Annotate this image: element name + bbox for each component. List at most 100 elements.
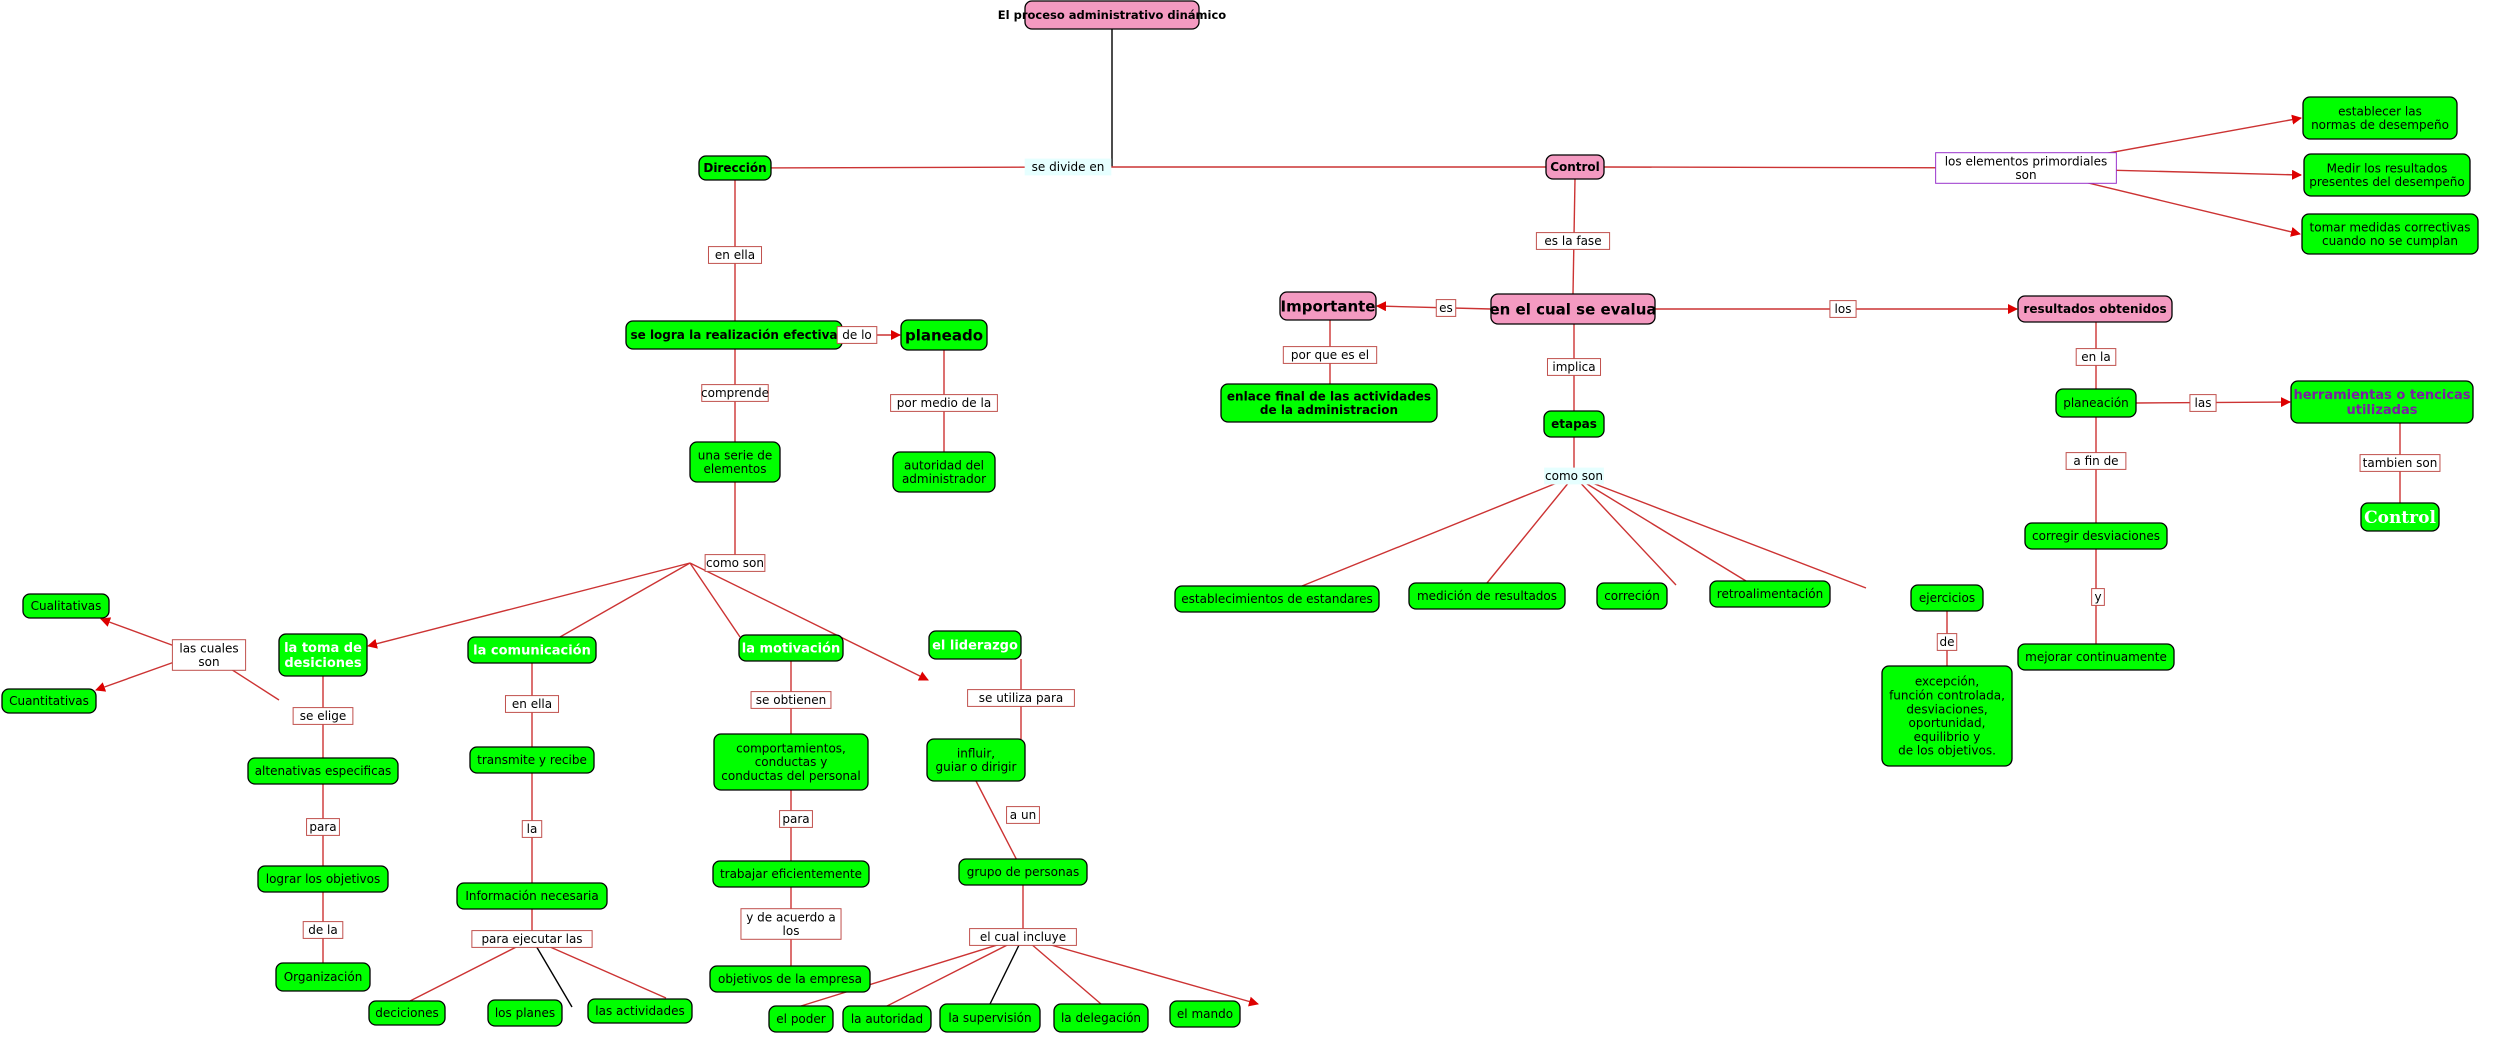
connector-line [95,659,181,692]
link-label-box [1935,152,2117,184]
link-label-box [836,326,878,344]
node-resultados[interactable]: resultados obtenidos [2017,295,2173,323]
node-realizacion[interactable]: se logra la realización efectiva [625,320,843,350]
node-objetivos-emp[interactable]: objetivos de la empresa [709,965,871,993]
node-transmite[interactable]: transmite y recibe [469,746,595,774]
link-label-el-cual: el cual incluye [969,928,1077,946]
node-lograr[interactable]: lograr los objetivos [257,865,389,893]
herramientas-text: herramientas o tencicas [2293,388,2470,403]
node-box [2024,522,2168,550]
node-excepcion[interactable]: excepción,función controlada,desviacione… [1881,665,2013,767]
link-label-box [1435,299,1457,317]
toma-text: la toma de [284,641,362,656]
node-trabajar[interactable]: trabajar eficientemente [712,860,870,888]
node-control2[interactable]: Control [2360,502,2440,532]
planes-text: los planes [495,1006,555,1020]
node-delegacion[interactable]: la delegación [1053,1003,1149,1033]
node-medicion[interactable]: medición de resultados [1408,582,1566,610]
comportamientos-text: comportamientos, [736,741,846,755]
link-label-text: el cual incluye [980,930,1066,944]
node-comunicacion[interactable]: la comunicación [467,636,597,664]
node-motivacion[interactable]: la motivación [738,634,844,662]
link-label-box [2189,394,2217,412]
node-importante[interactable]: Importante [1279,291,1377,321]
node-cualitativas[interactable]: Cualitativas [22,593,110,619]
link-label-se-utiliza: se utiliza para [967,689,1075,707]
node-control[interactable]: Control [1545,154,1605,180]
connector-line [367,562,691,649]
link-label-para1: para [306,818,340,836]
link-label-text: a un [1010,808,1036,822]
node-corregir[interactable]: corregir desviaciones [2024,522,2168,550]
link-label-box [504,695,560,713]
link-label-tambien: tambien son [2359,454,2441,472]
normas-text: establecer las [2338,104,2422,118]
node-box [257,865,389,893]
link-label-text: de la [308,923,338,937]
node-planes[interactable]: los planes [487,999,563,1027]
link-label-text: son [198,655,219,669]
node-titulo[interactable]: El proceso administrativo dinámico [998,0,1226,30]
link-label-box [521,820,543,838]
node-liderazgo[interactable]: el liderazgo [928,630,1022,660]
node-box [768,1005,834,1033]
node-evalua[interactable]: en el cual se evalua [1489,293,1657,325]
node-correcion[interactable]: correción [1596,582,1668,610]
connector-line [409,938,533,1002]
transmite-text: transmite y recibe [477,753,587,767]
node-organizacion[interactable]: Organización [275,962,371,992]
node-mando[interactable]: el mando [1169,1000,1241,1028]
node-informacion[interactable]: Información necesaria [456,882,608,910]
link-label-box [740,908,842,940]
link-label-box [701,384,769,402]
node-ejercicios[interactable]: ejercicios [1910,584,1984,612]
link-label-se-divide: se divide en [1024,158,1112,176]
link-label-text: las cuales [179,641,238,655]
node-influir[interactable]: influir,guiar o dirigir [926,738,1026,782]
control-text: Control [1550,160,1600,174]
informacion-text: Información necesaria [465,889,598,903]
node-planeado[interactable]: planeado [900,319,988,351]
node-decisiones[interactable]: deciciones [368,1000,446,1026]
link-label-box [2359,454,2441,472]
node-box [709,965,871,993]
connector-line [975,780,1024,873]
node-planeacion[interactable]: planeación [2055,388,2137,418]
node-retro[interactable]: retroalimentación [1709,580,1831,608]
node-alternativas[interactable]: altenativas especificas [247,757,399,785]
node-box [958,858,1088,886]
node-box [1053,1003,1149,1033]
connector-line [989,936,1024,1005]
node-box [900,319,988,351]
node-etapas[interactable]: etapas [1543,410,1605,438]
node-actividades[interactable]: las actividades [587,998,693,1024]
node-direccion[interactable]: Dirección [698,155,772,181]
node-mejorar[interactable]: mejorar continuamente [2017,643,2175,671]
comportamientos-text: conductas del personal [721,769,860,783]
serie-text: elementos [703,462,766,476]
node-poder[interactable]: el poder [768,1005,834,1033]
link-label-en-ella: en ella [707,246,763,264]
node-box [1024,0,1200,30]
node-grupo[interactable]: grupo de personas [958,858,1088,886]
node-supervision[interactable]: la supervisión [939,1003,1041,1033]
node-autoridad[interactable]: la autoridad [842,1005,932,1033]
node-cuantitativas[interactable]: Cuantitativas [1,688,97,714]
link-label-en-la: en la [2075,348,2117,366]
node-box [842,1005,932,1033]
autoridad-admin-text: administrador [902,472,986,486]
trabajar-text: trabajar eficientemente [720,867,862,881]
node-establecimientos[interactable]: establecimientos de estandares [1174,585,1380,613]
node-box [467,636,597,664]
lograr-text: lograr los objetivos [266,872,380,886]
